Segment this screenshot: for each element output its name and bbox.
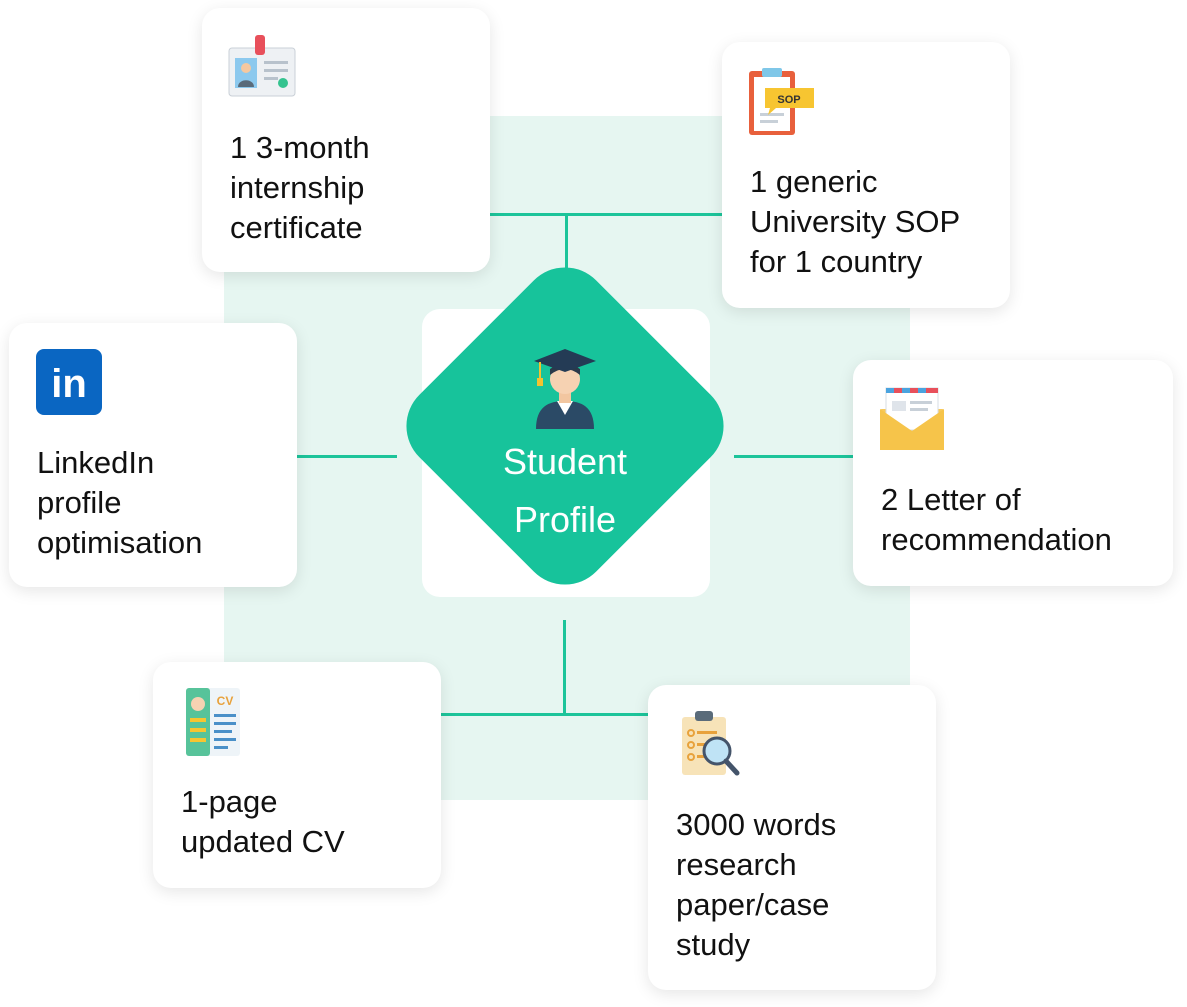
card-updated-cv: CV 1-page updated CV [153, 662, 441, 888]
cv-document-icon: CV [186, 688, 240, 756]
sop-clipboard-icon: SOP [749, 68, 814, 135]
linkedin-icon-text: in [51, 362, 87, 406]
lor-label: 2 Letter of recommendation [881, 482, 1112, 557]
clipboard-magnifier-icon [682, 711, 740, 776]
connector-right [734, 455, 854, 458]
linkedin-icon: in [36, 349, 102, 415]
connector-bottom [441, 713, 651, 716]
connector-top [490, 213, 722, 216]
card-research-paper: 3000 words research paper/case study [648, 685, 936, 990]
card-university-sop: SOP 1 generic University SOP for 1 count… [722, 42, 1010, 308]
center-label-line1: Student [502, 441, 628, 482]
center-label-line2: Profile [513, 499, 617, 540]
linkedin-label: LinkedIn profile optimisation [37, 445, 203, 560]
envelope-icon [880, 387, 944, 450]
cv-label: 1-page updated CV [181, 784, 345, 859]
connector-top-stem [565, 213, 568, 283]
sop-icon-text: SOP [777, 94, 800, 106]
card-internship-certificate: 1 3-month internship certificate [202, 8, 490, 272]
connector-left [297, 455, 397, 458]
card-letter-of-recommendation: 2 Letter of recommendation [853, 360, 1173, 586]
sop-label: 1 generic University SOP for 1 country [750, 164, 961, 279]
cv-icon-text: CV [217, 694, 234, 708]
internship-label: 1 3-month internship certificate [230, 130, 370, 245]
graduate-student-icon [534, 349, 596, 429]
card-linkedin-profile: in LinkedIn profile optimisation [9, 323, 297, 587]
id-card-icon [228, 35, 296, 97]
research-label: 3000 words research paper/case study [676, 807, 837, 962]
connector-bottom-stem [563, 620, 566, 716]
center-label: Student Profile [465, 433, 665, 549]
student-profile-node: Student Profile [465, 345, 665, 549]
